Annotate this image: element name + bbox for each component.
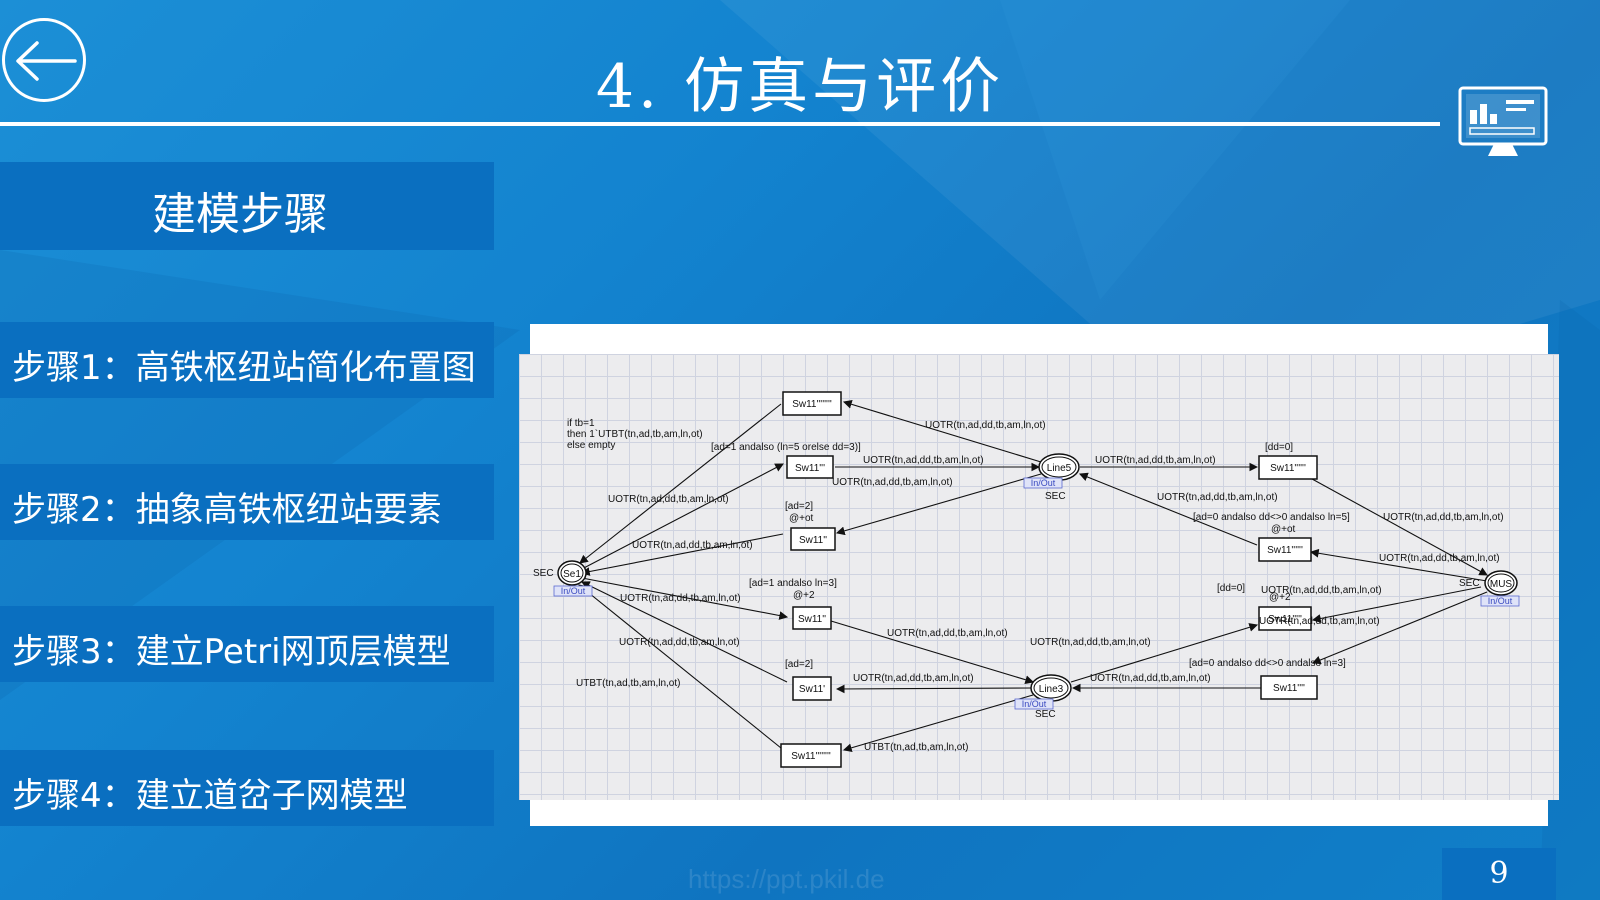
step-1-item[interactable]: 步骤1：高铁枢纽站简化布置图 xyxy=(0,322,494,398)
place-se1-port: In/Out xyxy=(561,586,586,596)
arc-label-4: UOTR(tn,ad,dd,tb,am,ln,ot) xyxy=(608,494,729,505)
svg-text:Sw11'''': Sw11'''' xyxy=(1273,683,1305,694)
transition-t9: Sw11''''' xyxy=(1258,606,1312,631)
arc-label-19: UOTR(tn,ad,dd,tb,am,ln,ot) xyxy=(1259,616,1380,627)
place-se1-type: SEC xyxy=(533,568,554,579)
guard-t9: [dd=0] xyxy=(1217,583,1245,594)
petri-net-diagram: Se1 SEC In/Out Line5 In/Out SEC Line3 In… xyxy=(519,354,1559,800)
transition-t6: Sw11'''''''' xyxy=(780,743,842,768)
step-2-item[interactable]: 步骤2：抽象高铁枢纽站要素 xyxy=(0,464,494,540)
transition-t4: Sw11'' xyxy=(792,606,832,630)
svg-text:Sw11'''''''': Sw11'''''''' xyxy=(792,399,832,410)
place-line5: Line5 In/Out SEC xyxy=(1023,453,1080,502)
svg-text:Sw11''''': Sw11''''' xyxy=(1268,614,1302,625)
svg-text:Sw11'': Sw11'' xyxy=(799,535,827,546)
page-number: 9 xyxy=(1442,848,1556,900)
arc-label-10: UOTR(tn,ad,dd,tb,am,ln,ot) xyxy=(853,673,974,684)
place-mus: MUS SEC In/Out xyxy=(1459,570,1520,607)
guard-t2: [ad=1 andalso (ln=5 orelse dd=3)] xyxy=(711,442,861,453)
arc-label-14: UOTR(tn,ad,dd,tb,am,ln,ot) xyxy=(1030,637,1151,648)
arc-label-16: UOTR(tn,ad,dd,tb,am,ln,ot) xyxy=(1383,512,1504,523)
guard-t4a: [ad=1 andalso ln=3] xyxy=(749,578,837,589)
step-3-item[interactable]: 步骤3：建立Petri网顶层模型 xyxy=(0,606,494,682)
arc-label-3: UOTR(tn,ad,dd,tb,am,ln,ot) xyxy=(832,477,953,488)
svg-text:Sw11'''''''': Sw11'''''''' xyxy=(791,751,831,762)
monitor-chart-icon xyxy=(1458,86,1548,156)
slide-title: 4. 仿真与评价 xyxy=(595,52,1005,122)
step-4-item[interactable]: 步骤4：建立道岔子网模型 xyxy=(0,750,494,826)
step-2-label: 步骤2：抽象高铁枢纽站要素 xyxy=(12,490,442,530)
arc-label-11: UTBT(tn,ad,tb,am,ln,ot) xyxy=(864,742,968,753)
guard-t3b: @+ot xyxy=(789,513,814,524)
place-line5-type: SEC xyxy=(1045,491,1066,502)
place-line3-label: Line3 xyxy=(1039,684,1064,695)
watermark: https://ppt.pkil.de xyxy=(688,864,885,894)
place-line3-type: SEC xyxy=(1035,709,1056,720)
arc-label-6: UOTR(tn,ad,dd,tb,am,ln,ot) xyxy=(620,593,741,604)
svg-text:Sw11''': Sw11''' xyxy=(795,463,825,474)
arc-label-15: UOTR(tn,ad,dd,tb,am,ln,ot) xyxy=(1090,673,1211,684)
arc-label-18: UOTR(tn,ad,dd,tb,am,ln,ot) xyxy=(1261,585,1382,596)
svg-text:Sw11'''''': Sw11'''''' xyxy=(1270,463,1306,474)
place-line3-port: In/Out xyxy=(1022,699,1047,709)
place-mus-label: MUS xyxy=(1490,579,1513,590)
arc-label-2: UOTR(tn,ad,dd,tb,am,ln,ot) xyxy=(863,455,984,466)
guard-t8a: [ad=0 andalso dd<>0 andalso ln=5] xyxy=(1193,512,1350,523)
arc-label-5: UOTR(tn,ad,dd,tb,am,ln,ot) xyxy=(632,540,753,551)
place-line5-port: In/Out xyxy=(1031,478,1056,488)
arc-label-1: UOTR(tn,ad,dd,tb,am,ln,ot) xyxy=(925,420,1046,431)
step-4-label: 步骤4：建立道岔子网模型 xyxy=(12,776,408,816)
guard-t4b: @+2 xyxy=(793,590,815,601)
place-line3: Line3 In/Out SEC xyxy=(1014,674,1072,720)
transition-t8: Sw11'''''' xyxy=(1258,537,1312,562)
title-divider xyxy=(0,122,1440,126)
arc-label-8: UTBT(tn,ad,tb,am,ln,ot) xyxy=(576,678,680,689)
section-heading-text: 建模步骤 xyxy=(152,189,328,240)
arc-label-17: UOTR(tn,ad,dd,tb,am,ln,ot) xyxy=(1379,553,1500,564)
step-1-label: 步骤1：高铁枢纽站简化布置图 xyxy=(12,348,476,388)
guard-t7: [dd=0] xyxy=(1265,442,1293,453)
back-arrow-icon xyxy=(16,41,77,81)
transition-t3: Sw11'' xyxy=(790,527,836,551)
arc-label-7: UOTR(tn,ad,dd,tb,am,ln,ot) xyxy=(619,637,740,648)
transition-t7: Sw11'''''' xyxy=(1258,455,1318,480)
guard-t3a: [ad=2] xyxy=(785,501,813,512)
arc-label-13: UOTR(tn,ad,dd,tb,am,ln,ot) xyxy=(1157,492,1278,503)
svg-text:Sw11'': Sw11'' xyxy=(798,614,826,625)
transition-t1: Sw11'''''''' xyxy=(782,391,842,416)
arc-label-9: UOTR(tn,ad,dd,tb,am,ln,ot) xyxy=(887,628,1008,639)
transition-t5: Sw11' xyxy=(792,676,832,701)
svg-text:Sw11': Sw11' xyxy=(799,684,825,695)
place-mus-type: SEC xyxy=(1459,578,1480,589)
guard-t5: [ad=2] xyxy=(785,659,813,670)
transition-t2: Sw11''' xyxy=(786,455,834,479)
guard-t9b: @+2 xyxy=(1269,592,1291,603)
arc-label-12: UOTR(tn,ad,dd,tb,am,ln,ot) xyxy=(1095,455,1216,466)
place-se1: Se1 SEC In/Out xyxy=(533,560,593,597)
place-se1-label: Se1 xyxy=(563,569,581,580)
guard-t8b: @+ot xyxy=(1271,524,1296,535)
svg-text:Sw11'''''': Sw11'''''' xyxy=(1267,545,1303,556)
section-heading: 建模步骤 xyxy=(0,162,494,250)
transition-t10: Sw11'''' xyxy=(1260,675,1318,700)
guard-t10: [ad=0 andalso dd<>0 andalso ln=3] xyxy=(1189,658,1346,669)
back-button[interactable] xyxy=(2,18,86,102)
place-mus-port: In/Out xyxy=(1488,596,1513,606)
place-line5-label: Line5 xyxy=(1047,463,1072,474)
step-3-label: 步骤3：建立Petri网顶层模型 xyxy=(12,632,451,672)
